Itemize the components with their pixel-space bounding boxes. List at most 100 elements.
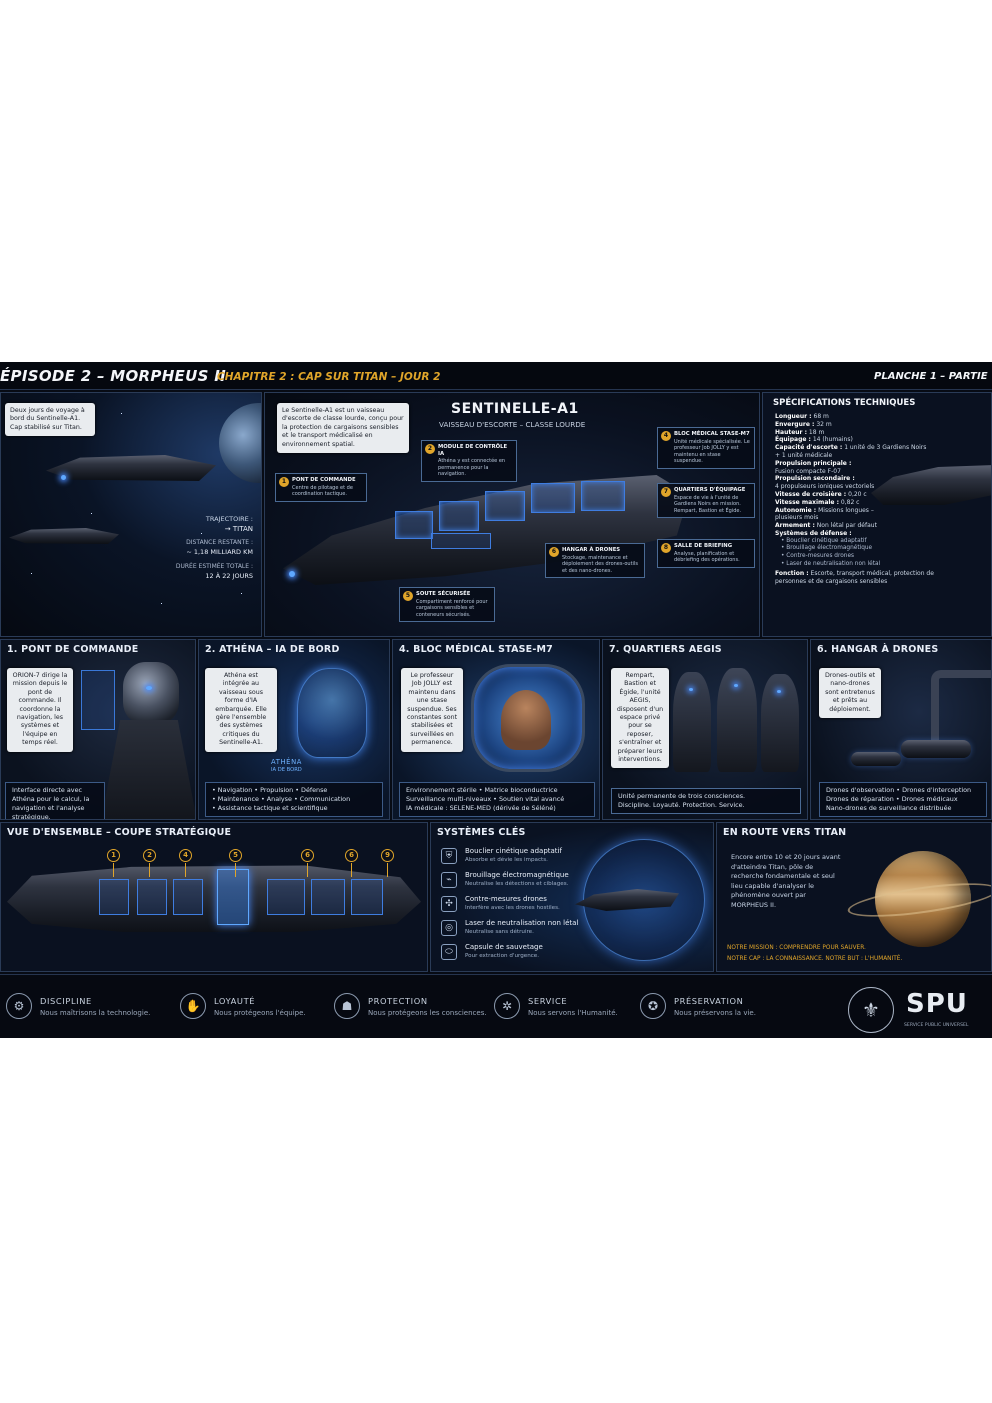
people-icon: ☗ xyxy=(334,993,360,1019)
star-icon: ✪ xyxy=(640,993,666,1019)
spec-line: Longueur : 68 m xyxy=(775,413,829,420)
tree-icon: ✲ xyxy=(494,993,520,1019)
mission-line-1: NOTRE MISSION : COMPRENDRE POUR SAUVER. xyxy=(727,945,866,951)
specs-title: SPÉCIFICATIONS TECHNIQUES xyxy=(773,398,916,408)
holo-screen xyxy=(81,670,115,730)
duration-label: DURÉE ESTIMÉE TOTALE : xyxy=(175,563,253,570)
drone-icon: ✣ xyxy=(441,896,457,912)
ship-interior-modules xyxy=(395,481,645,551)
trajectory-info: TRAJECTOIRE : → TITAN DISTANCE RESTANTE … xyxy=(161,515,253,580)
marker-leader xyxy=(113,863,114,877)
value-desc: Nous protégeons l'équipe. xyxy=(214,1009,306,1017)
overview-marker: 1 xyxy=(107,849,120,862)
athena-label: ATHÉNA xyxy=(271,758,303,766)
systems-ship-illustration xyxy=(575,889,679,911)
athena-bubble: Athéna est intégrée au vaisseau sous for… xyxy=(205,668,277,752)
ship-cutaway-panel: SENTINELLE-A1 VAISSEAU D'ESCORTE – CLASS… xyxy=(264,392,760,637)
spec-line: Armement : Non létal par défaut xyxy=(775,522,877,530)
overview-marker: 4 xyxy=(179,849,192,862)
gear-icon: ⚙ xyxy=(6,993,32,1019)
system-title: Brouillage électromagnétique xyxy=(465,871,569,879)
medical-bubble: Le professeur Job JOLLY est maintenu dan… xyxy=(401,668,463,752)
overview-marker: 6 xyxy=(345,849,358,862)
spec-line: Hauteur : 18 m xyxy=(775,428,825,436)
spec-line: Autonomie : Missions longues – xyxy=(775,506,874,514)
system-desc: Absorbe et dévie les impacts. xyxy=(465,857,548,863)
medical-panel: 4. BLOC MÉDICAL STASE-M7 Le professeur J… xyxy=(392,639,600,820)
shield-icon: ⛨ xyxy=(441,848,457,864)
spu-emblem-icon: ⚜ xyxy=(848,987,894,1033)
saturn-planet xyxy=(875,851,971,947)
capsule-icon: ⬭ xyxy=(441,944,457,960)
marker-leader xyxy=(235,863,236,877)
athena-sublabel: IA DE BORD xyxy=(271,767,302,773)
spec-line: Équipage : 14 (humains) xyxy=(775,436,853,444)
panel-title: 1. PONT DE COMMANDE xyxy=(7,644,139,655)
ship-illustration xyxy=(46,455,216,481)
ship-title: SENTINELLE-A1 xyxy=(451,401,579,417)
system-desc: Neutralise les détections et ciblages. xyxy=(465,881,569,887)
drones-bubble: Drones-outils et nano-drones sont entret… xyxy=(819,668,881,719)
spec-line: Envergure : 32 m xyxy=(775,420,832,428)
values-footer: ⚜ SPU SERVICE PUBLIC UNIVERSEL ⚙DISCIPLI… xyxy=(0,974,992,1038)
defense-item: • Brouillage électromagnétique xyxy=(781,545,873,552)
value-desc: Nous préservons la vie. xyxy=(674,1009,756,1017)
drone xyxy=(901,740,971,758)
planet xyxy=(219,403,261,483)
spec-line: 4 propulseurs ioniques vectoriels xyxy=(775,483,875,491)
drone-hangar-panel: 6. HANGAR À DRONES Drones-outils et nano… xyxy=(810,639,992,820)
mission-line-2: NOTRE CAP : LA CONNAISSANCE. NOTRE BUT :… xyxy=(727,956,903,962)
system-title: Contre-mesures drones xyxy=(465,895,547,903)
header-bar: ÉPISODE 2 – MORPHEUS II CHAPITRE 2 : CAP… xyxy=(0,362,992,390)
panel-title: VUE D'ENSEMBLE – COUPE STRATÉGIQUE xyxy=(7,827,232,838)
spu-logo: ⚜ SPU SERVICE PUBLIC UNIVERSEL xyxy=(846,981,992,1037)
chapter-title: CHAPITRE 2 : CAP SUR TITAN – JOUR 2 xyxy=(217,371,441,383)
command-caption: Interface directe avec Athéna pour le ca… xyxy=(5,782,105,819)
athena-caption: • Navigation • Propulsion • Défense • Ma… xyxy=(205,782,383,817)
signal-icon: ⌁ xyxy=(441,872,457,888)
system-desc: Pour extraction d'urgence. xyxy=(465,953,540,959)
spec-line: Systèmes de défense : xyxy=(775,529,852,537)
marker-leader xyxy=(387,863,388,877)
drones-caption: Drones d'observation • Drones d'intercep… xyxy=(819,782,987,817)
orion-helmet xyxy=(123,662,179,724)
key-systems-panel: SYSTÈMES CLÉS ⛨Bouclier cinétique adapta… xyxy=(430,822,714,972)
marker-leader xyxy=(351,863,352,877)
medical-caption: Environnement stérile • Matrice biocondu… xyxy=(399,782,595,817)
overview-marker: 6 xyxy=(301,849,314,862)
spec-line: Fusion compacte F-07 xyxy=(775,467,841,475)
value-desc: Nous maîtrisons la technologie. xyxy=(40,1009,151,1017)
spu-wordmark: SPU xyxy=(906,989,968,1019)
aegis-guardian-3 xyxy=(761,674,799,772)
orion-body xyxy=(101,720,195,819)
aegis-bubble: Rempart, Bastion et Égide, l'unité AEGIS… xyxy=(611,668,669,769)
comic-plate: ÉPISODE 2 – MORPHEUS II CHAPITRE 2 : CAP… xyxy=(0,362,992,1038)
distance-value: ~ 1,18 MILLIARD KM xyxy=(186,548,253,556)
trajectory-value: → TITAN xyxy=(224,525,253,533)
plate-label: PLANCHE 1 – PARTIE xyxy=(874,371,988,382)
system-title: Laser de neutralisation non létal xyxy=(465,919,579,927)
panel-title: 2. ATHÉNA – IA DE BORD xyxy=(205,644,340,655)
panel-title: SYSTÈMES CLÉS xyxy=(437,827,526,838)
drone xyxy=(851,752,901,766)
athena-hologram xyxy=(297,668,367,758)
intro-bubble: Deux jours de voyage à bord du Sentinell… xyxy=(5,403,95,437)
command-bridge-panel: 1. PONT DE COMMANDE ORION-7 dirige la mi… xyxy=(0,639,196,820)
aegis-guardian-1 xyxy=(673,672,711,772)
ship-illustration-far xyxy=(9,528,119,544)
target-icon: ◎ xyxy=(441,920,457,936)
marker-leader xyxy=(149,863,150,877)
system-desc: Neutralise sans détruire. xyxy=(465,929,534,935)
episode-title: ÉPISODE 2 – MORPHEUS II xyxy=(0,367,226,385)
value-desc: Nous protégeons les consciences. xyxy=(368,1009,487,1017)
ship-description-bubble: Le Sentinelle-A1 est un vaisseau d'escor… xyxy=(277,403,409,454)
spec-line: Vitesse maximale : 0,82 c xyxy=(775,498,860,506)
aegis-panel: 7. QUARTIERS AEGIS Rempart, Bastion et É… xyxy=(602,639,808,820)
